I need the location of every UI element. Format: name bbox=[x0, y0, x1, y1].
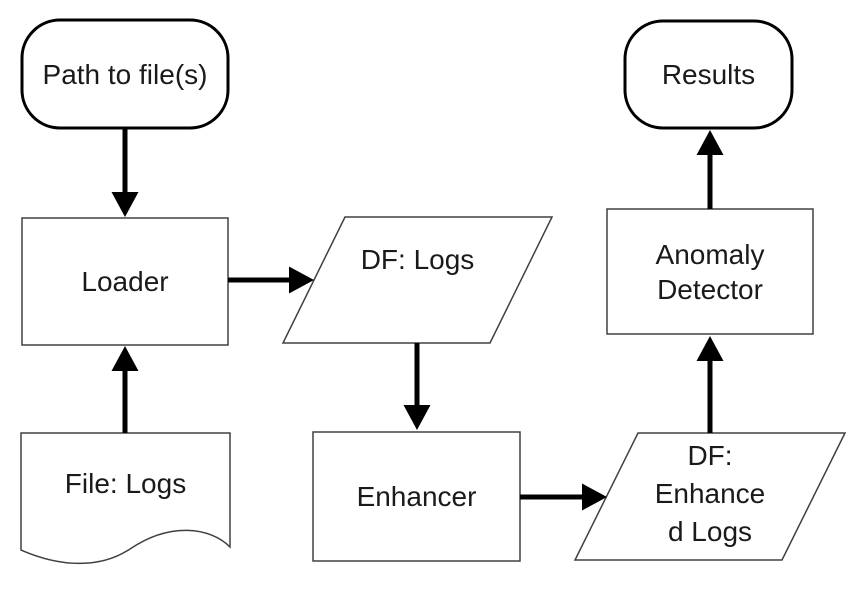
data-shape-df-enhanced-logs bbox=[573, 432, 847, 561]
document-shape-file-logs bbox=[20, 432, 231, 565]
arrow-head-icon bbox=[696, 130, 724, 155]
arrow-head-icon bbox=[696, 336, 724, 361]
arrow-head-icon bbox=[582, 483, 607, 511]
terminator-shape-results bbox=[623, 19, 794, 130]
arrow-file-logs-to-loader bbox=[111, 346, 139, 433]
process-shape-loader bbox=[21, 217, 229, 346]
arrow-anomaly-detector-to-results bbox=[696, 130, 724, 209]
arrow-enhancer-to-df-enhanced-logs bbox=[520, 483, 607, 511]
process-shape-anomaly-detector bbox=[606, 208, 814, 335]
arrow-head-icon bbox=[111, 192, 139, 217]
arrow-head-icon bbox=[289, 266, 314, 294]
arrow-df-logs-to-enhancer bbox=[403, 343, 431, 430]
data-shape-df-logs bbox=[281, 216, 554, 344]
arrow-head-icon bbox=[111, 346, 139, 371]
arrow-loader-to-df-logs bbox=[228, 266, 314, 294]
arrow-head-icon bbox=[403, 405, 431, 430]
process-shape-enhancer bbox=[312, 431, 521, 562]
arrow-path-to-files-to-loader bbox=[111, 128, 139, 217]
arrow-df-enhanced-logs-to-anomaly-detector bbox=[696, 336, 724, 433]
terminator-shape-path-to-files bbox=[20, 18, 230, 130]
